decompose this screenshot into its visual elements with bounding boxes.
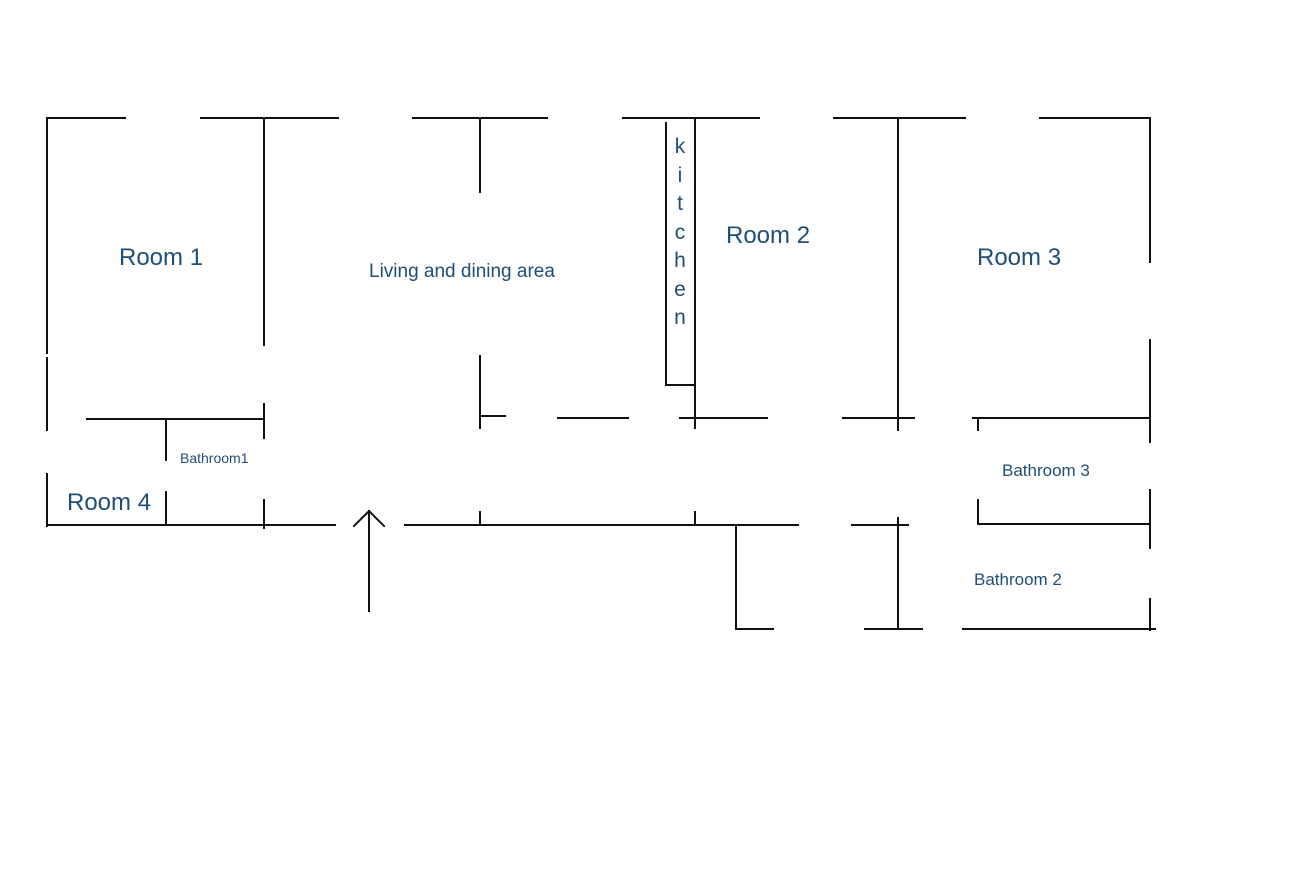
room2-walls [842,117,915,431]
kitchen-label-letter: h [674,249,686,272]
kitchen-walls [665,117,768,526]
bathroom3-walls [972,417,1151,525]
kitchen-label-letter: t [677,192,683,215]
bathroom2-walls [735,517,1156,630]
kitchen-label-letter: k [674,135,686,158]
living-label: Living and dining area [369,261,555,282]
kitchen-label-letter: c [674,220,686,244]
kitchen-label-letter: n [674,306,686,329]
living-walls [479,117,629,526]
room3-label: Room 3 [977,244,1062,271]
bathroom1-label: Bathroom1 [180,450,249,466]
bathroom3-label: Bathroom 3 [1002,461,1090,480]
up-arrow-icon [352,509,386,612]
bathroom2-label: Bathroom 2 [974,570,1062,589]
room1-label: Room 1 [119,244,204,271]
bathroom1-walls [86,418,265,525]
room4-label: Room 4 [67,489,152,516]
room2-label: Room 2 [726,222,811,249]
kitchen-label-letter: i [677,163,683,187]
kitchen-label-letter: e [674,277,686,301]
